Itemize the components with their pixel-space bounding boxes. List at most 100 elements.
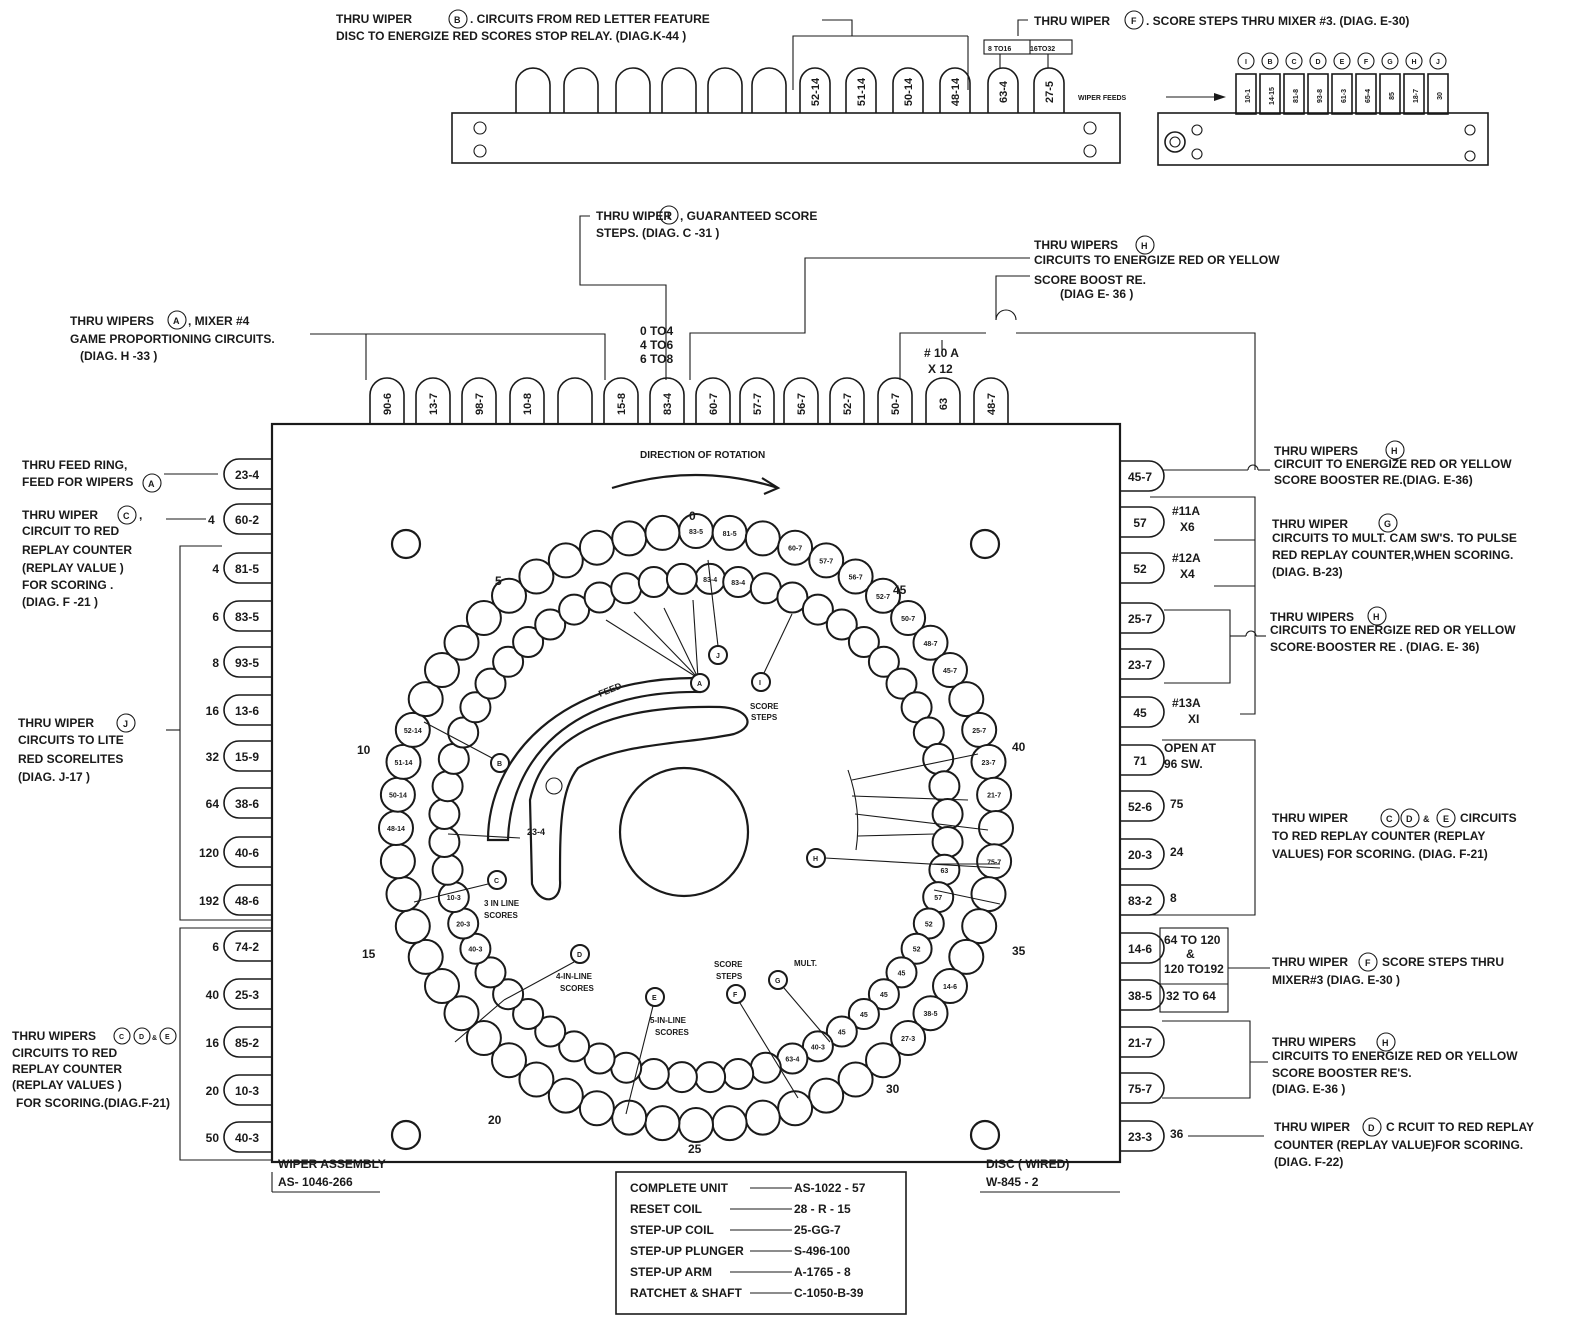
left-terminal-value: 40 xyxy=(206,988,220,1002)
wipers-a-leader xyxy=(310,333,367,380)
f-letter: F xyxy=(1365,958,1371,968)
position-45: 45 xyxy=(893,583,907,597)
inner-contact xyxy=(867,645,900,678)
wiper-f-text: F xyxy=(733,992,738,999)
wipers-h-label: THRU WIPERS xyxy=(1034,238,1118,252)
left-terminal-label: 48-6 xyxy=(235,894,259,908)
outer-contact-label: 56-7 xyxy=(849,575,863,582)
position-30: 30 xyxy=(886,1082,900,1096)
inner-contact-label: 63 xyxy=(941,868,949,875)
right-terminal-label: 18-7 xyxy=(1413,89,1420,103)
wiper-i-leader xyxy=(579,215,667,380)
inner-contact-label: 57 xyxy=(934,895,942,902)
right-terminal-label: 83-2 xyxy=(1128,894,1152,908)
inner-contact xyxy=(534,608,567,641)
feed-wiper-line xyxy=(605,619,699,679)
outer-contact xyxy=(912,624,949,661)
right-terminal-tab xyxy=(1379,73,1401,115)
inner-contact xyxy=(694,1061,727,1094)
wiper-letter: C xyxy=(1291,59,1296,66)
h-bus-line xyxy=(851,753,979,781)
left-terminal-tab xyxy=(223,646,272,678)
wiper-b-desc: . CIRCUITS FROM RED LETTER FEATURE xyxy=(470,12,710,26)
h1-circle xyxy=(1385,440,1405,460)
wiper-d-text: D xyxy=(577,952,582,959)
wiper-i-line xyxy=(763,613,793,674)
left-terminal-tab xyxy=(223,930,272,962)
wiper-i-circle xyxy=(659,205,679,225)
outer-contact-label: 75-7 xyxy=(987,859,1001,866)
panel-hole xyxy=(473,144,487,158)
wiper-c-desc: CIRCUIT TO RED xyxy=(22,524,119,538)
part-name: RESET COIL xyxy=(630,1202,702,1216)
right-terminal-tab xyxy=(1427,73,1449,115)
left-terminal-tab xyxy=(223,1121,272,1153)
relay-x4: X4 xyxy=(1180,567,1195,581)
outer-contact xyxy=(407,681,444,718)
wire-crossover xyxy=(995,309,1017,321)
score-steps-f-label: SCORE xyxy=(714,960,743,969)
outer-contact xyxy=(837,1061,874,1098)
wire-crossover xyxy=(1245,630,1257,637)
wiper-i-desc-2: STEPS. (DIAG. C -31 ) xyxy=(596,226,719,240)
cde-label: THRU WIPER xyxy=(1272,811,1348,825)
outer-contact-label: 38-5 xyxy=(923,1011,937,1018)
f-desc: SCORE STEPS THRU xyxy=(1382,955,1504,969)
relay-x1: XI xyxy=(1188,712,1199,726)
wiper-c-comma: , xyxy=(139,508,142,522)
right-terminal-label: 10-1 xyxy=(1245,89,1252,103)
inner-contact xyxy=(492,978,525,1011)
inner-contact xyxy=(492,645,525,678)
outer-contact xyxy=(443,624,480,661)
wipers-a-bus xyxy=(366,333,606,380)
inner-contact-label: 52 xyxy=(925,922,933,929)
wiper-c-desc-2: REPLAY COUNTER xyxy=(22,543,132,557)
wiper-f-desc: . SCORE STEPS THRU MIXER #3. (DIAG. E-30… xyxy=(1146,14,1409,28)
outer-contact-label: 81-5 xyxy=(723,531,737,538)
relay-11a: #11A xyxy=(1172,504,1200,518)
right-terminal-tab xyxy=(1120,1072,1165,1104)
h2-label: THRU WIPERS xyxy=(1270,610,1354,624)
wiper-letter-circle xyxy=(1357,52,1375,70)
feed-label: FEED xyxy=(597,680,623,698)
left-terminal-value: 64 xyxy=(206,797,220,811)
right-panel-body xyxy=(1157,112,1489,166)
range-120-192: 120 TO192 xyxy=(1164,962,1224,976)
inner-contact xyxy=(583,1042,616,1075)
d-desc-2: COUNTER (REPLAY VALUE)FOR SCORING. xyxy=(1274,1138,1523,1152)
part-name: STEP-UP PLUNGER xyxy=(630,1244,744,1258)
inner-contact xyxy=(512,998,545,1030)
wipers-h-desc: CIRCUITS TO ENERGIZE RED OR YELLOW xyxy=(1034,253,1280,267)
wiper-f-circle xyxy=(1124,10,1144,30)
wiper-b-circle xyxy=(448,9,468,29)
inner-contact xyxy=(459,691,492,724)
outer-contact xyxy=(808,542,845,579)
inner-contact xyxy=(931,798,964,830)
wipers-cde-bracket xyxy=(179,927,272,1161)
outer-contact xyxy=(678,1107,714,1143)
cde-bracket xyxy=(1120,739,1256,916)
left-terminal-value: 4 xyxy=(212,562,219,576)
e-circle xyxy=(1436,808,1456,828)
outer-contact xyxy=(443,995,480,1032)
d-letter: D xyxy=(1406,814,1413,824)
position-0: 0 xyxy=(689,509,696,523)
wiper-b-marker xyxy=(490,753,510,773)
wipers-a-desc: , MIXER #4 xyxy=(188,314,250,328)
outer-contact xyxy=(777,529,814,566)
part-name: COMPLETE UNIT xyxy=(630,1181,729,1195)
terminal-tab-label: 63-4 xyxy=(998,80,1010,103)
outer-contact xyxy=(465,600,502,636)
terminal-tab xyxy=(892,67,924,113)
wiper-i-label: THRU WIPER xyxy=(596,209,672,223)
inner-contact xyxy=(922,742,955,775)
wiper-d-circle xyxy=(133,1027,151,1045)
f-circle xyxy=(1358,952,1378,972)
right-terminal-tab xyxy=(1120,648,1165,680)
range-box xyxy=(1159,927,1229,1013)
upper-terminal-tab xyxy=(973,377,1009,424)
wiper-letter: B xyxy=(1267,59,1272,66)
wiper-letter: G xyxy=(1387,59,1393,66)
